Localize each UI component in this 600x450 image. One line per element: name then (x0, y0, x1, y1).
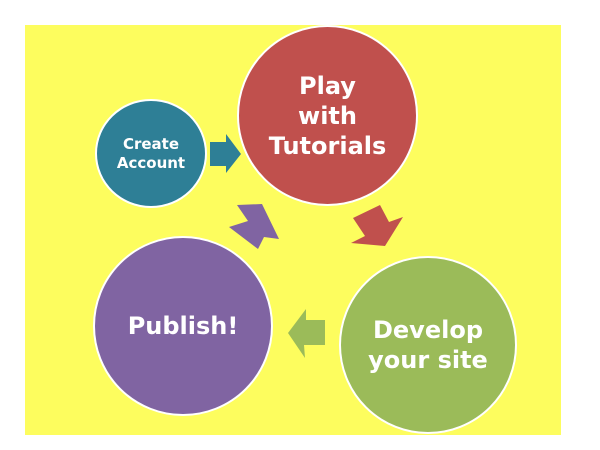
node-label: Publish! (127, 312, 239, 340)
node-label: Play with Tutorials (268, 71, 387, 160)
node-label: Develop your site (368, 316, 488, 374)
arrow-right-icon (210, 134, 241, 173)
node-create-account: Create Account (95, 99, 207, 208)
arrow-left-icon (288, 309, 325, 358)
node-play-with-tutorials: Play with Tutorials (237, 25, 418, 206)
node-label: Create Account (116, 134, 186, 172)
arrow-down-right-icon (351, 205, 403, 246)
node-publish: Publish! (93, 236, 273, 416)
arrow-up-right-icon (229, 204, 279, 249)
node-develop-your-site: Develop your site (339, 256, 517, 434)
